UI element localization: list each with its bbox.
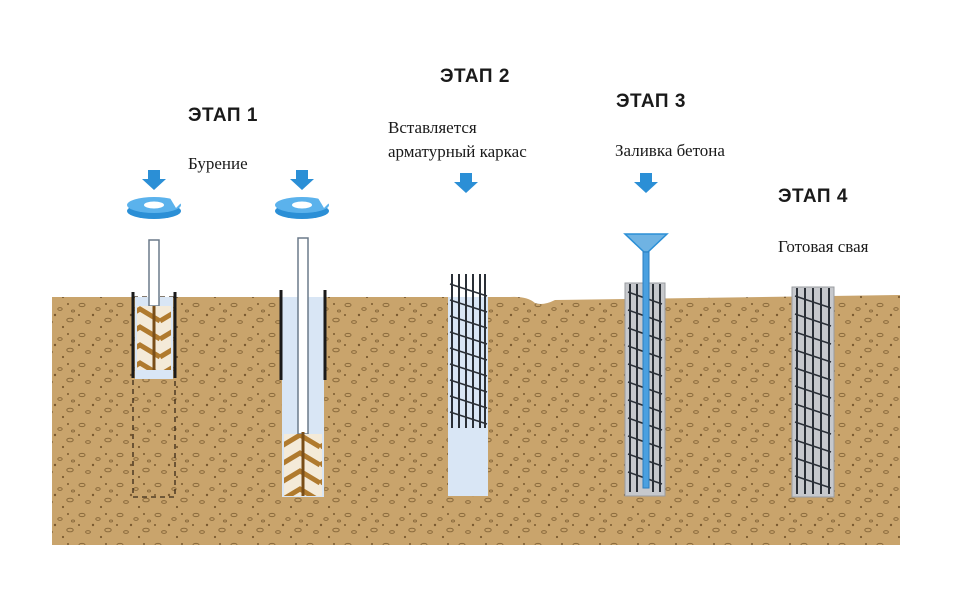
stage1-title: ЭТАП 1 <box>188 105 258 126</box>
stage4-pile <box>791 286 835 498</box>
rebar-cage <box>449 274 488 428</box>
stage1-bore-b <box>279 237 327 497</box>
stage2-title: ЭТАП 2 <box>440 66 510 87</box>
stage2-bore <box>448 274 488 496</box>
rotation-icon <box>275 197 332 219</box>
rotation-icon <box>127 197 184 219</box>
drill-rod <box>148 239 160 307</box>
drill-rod <box>297 237 309 435</box>
bore-hole <box>448 297 488 496</box>
stage3-title: ЭТАП 3 <box>616 91 686 112</box>
stage1-bore-a <box>131 239 177 498</box>
rebar-cage <box>794 288 832 494</box>
down-arrow-icon <box>290 170 314 190</box>
down-arrow-icon <box>142 170 166 190</box>
funnel-icon <box>623 233 669 253</box>
stage3-description: Заливка бетона <box>615 141 725 160</box>
stage2-description-line1: Вставляется <box>388 118 477 137</box>
stage4-description: Готовая свая <box>778 237 869 256</box>
stage2-description-line2: арматурный каркас <box>388 142 527 161</box>
stage4-title: ЭТАП 4 <box>778 186 848 207</box>
stage1-description: Бурение <box>188 154 248 173</box>
stage3-bore <box>623 233 669 497</box>
down-arrow-icon <box>454 173 478 193</box>
down-arrow-icon <box>634 173 658 193</box>
tremie-pipe <box>642 251 650 489</box>
